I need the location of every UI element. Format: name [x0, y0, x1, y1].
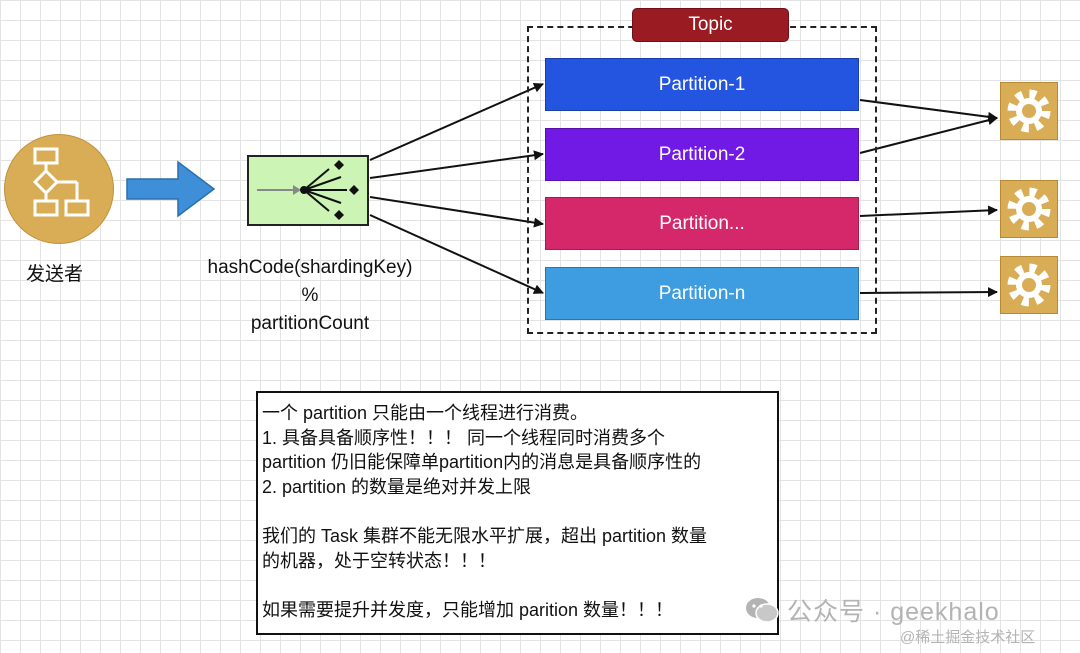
arrow-router-to-partition-1 — [369, 83, 544, 161]
arrow-partition-n-to-consumer-3 — [859, 287, 998, 298]
note-line: 的机器，处于空转状态！！！ — [262, 550, 496, 571]
arrow-router-to-partition-n — [369, 214, 544, 294]
note-line: partition 仍旧能保障单partition内的消息是具备顺序性的 — [262, 452, 702, 473]
partition-1: Partition-1 — [545, 58, 859, 111]
formula-line-3: partitionCount — [250, 313, 370, 334]
note-line — [262, 573, 773, 598]
note-line: 一个 partition 只能由一个线程进行消费。 — [262, 403, 589, 423]
hash-formula: hashCode(shardingKey) % partitionCount — [180, 254, 440, 338]
router-fanout-icon — [247, 155, 369, 226]
gear-icon — [1000, 180, 1058, 238]
sender-label: 发送者 — [26, 264, 84, 285]
note-line: 我们的 Task 集群不能无限水平扩展，超出 partition 数量 — [262, 525, 708, 546]
arrow-partition-3-to-consumer-2 — [859, 205, 998, 217]
partition-ellipsis: Partition... — [545, 197, 859, 250]
watermark-source: @稀土掘金技术社区 — [900, 629, 1036, 646]
arrow-partition-2-to-consumer-1 — [859, 115, 998, 154]
partition-n: Partition-n — [545, 267, 859, 320]
note-box: 一个 partition 只能由一个线程进行消费。 1. 具备具备顺序性！！！ … — [256, 391, 779, 635]
formula-line-2: % — [301, 285, 319, 306]
gear-icon — [1000, 82, 1058, 140]
note-line: 1. 具备具备顺序性！！！ 同一个线程同时消费多个 — [262, 427, 666, 448]
flowchart-icon — [4, 134, 114, 244]
note-line: 如果需要提升并发度，只能增加 parition 数量！！！ — [262, 599, 674, 620]
send-arrow-icon — [126, 160, 218, 223]
arrow-router-to-partition-2 — [369, 150, 544, 179]
topic-label: Topic — [632, 8, 789, 42]
partition-2: Partition-2 — [545, 128, 859, 181]
gear-icon — [1000, 256, 1058, 314]
formula-line-1: hashCode(shardingKey) — [207, 257, 413, 278]
arrow-router-to-partition-3 — [369, 196, 544, 228]
note-line — [262, 499, 773, 524]
wechat-icon — [746, 598, 779, 623]
watermark: 公众号 · geekhalo — [745, 592, 1000, 628]
watermark-text: 公众号 · geekhalo — [787, 598, 1000, 626]
arrow-partition-1-to-consumer-1 — [859, 99, 998, 122]
note-line: 2. partition 的数量是绝对并发上限 — [262, 476, 532, 497]
